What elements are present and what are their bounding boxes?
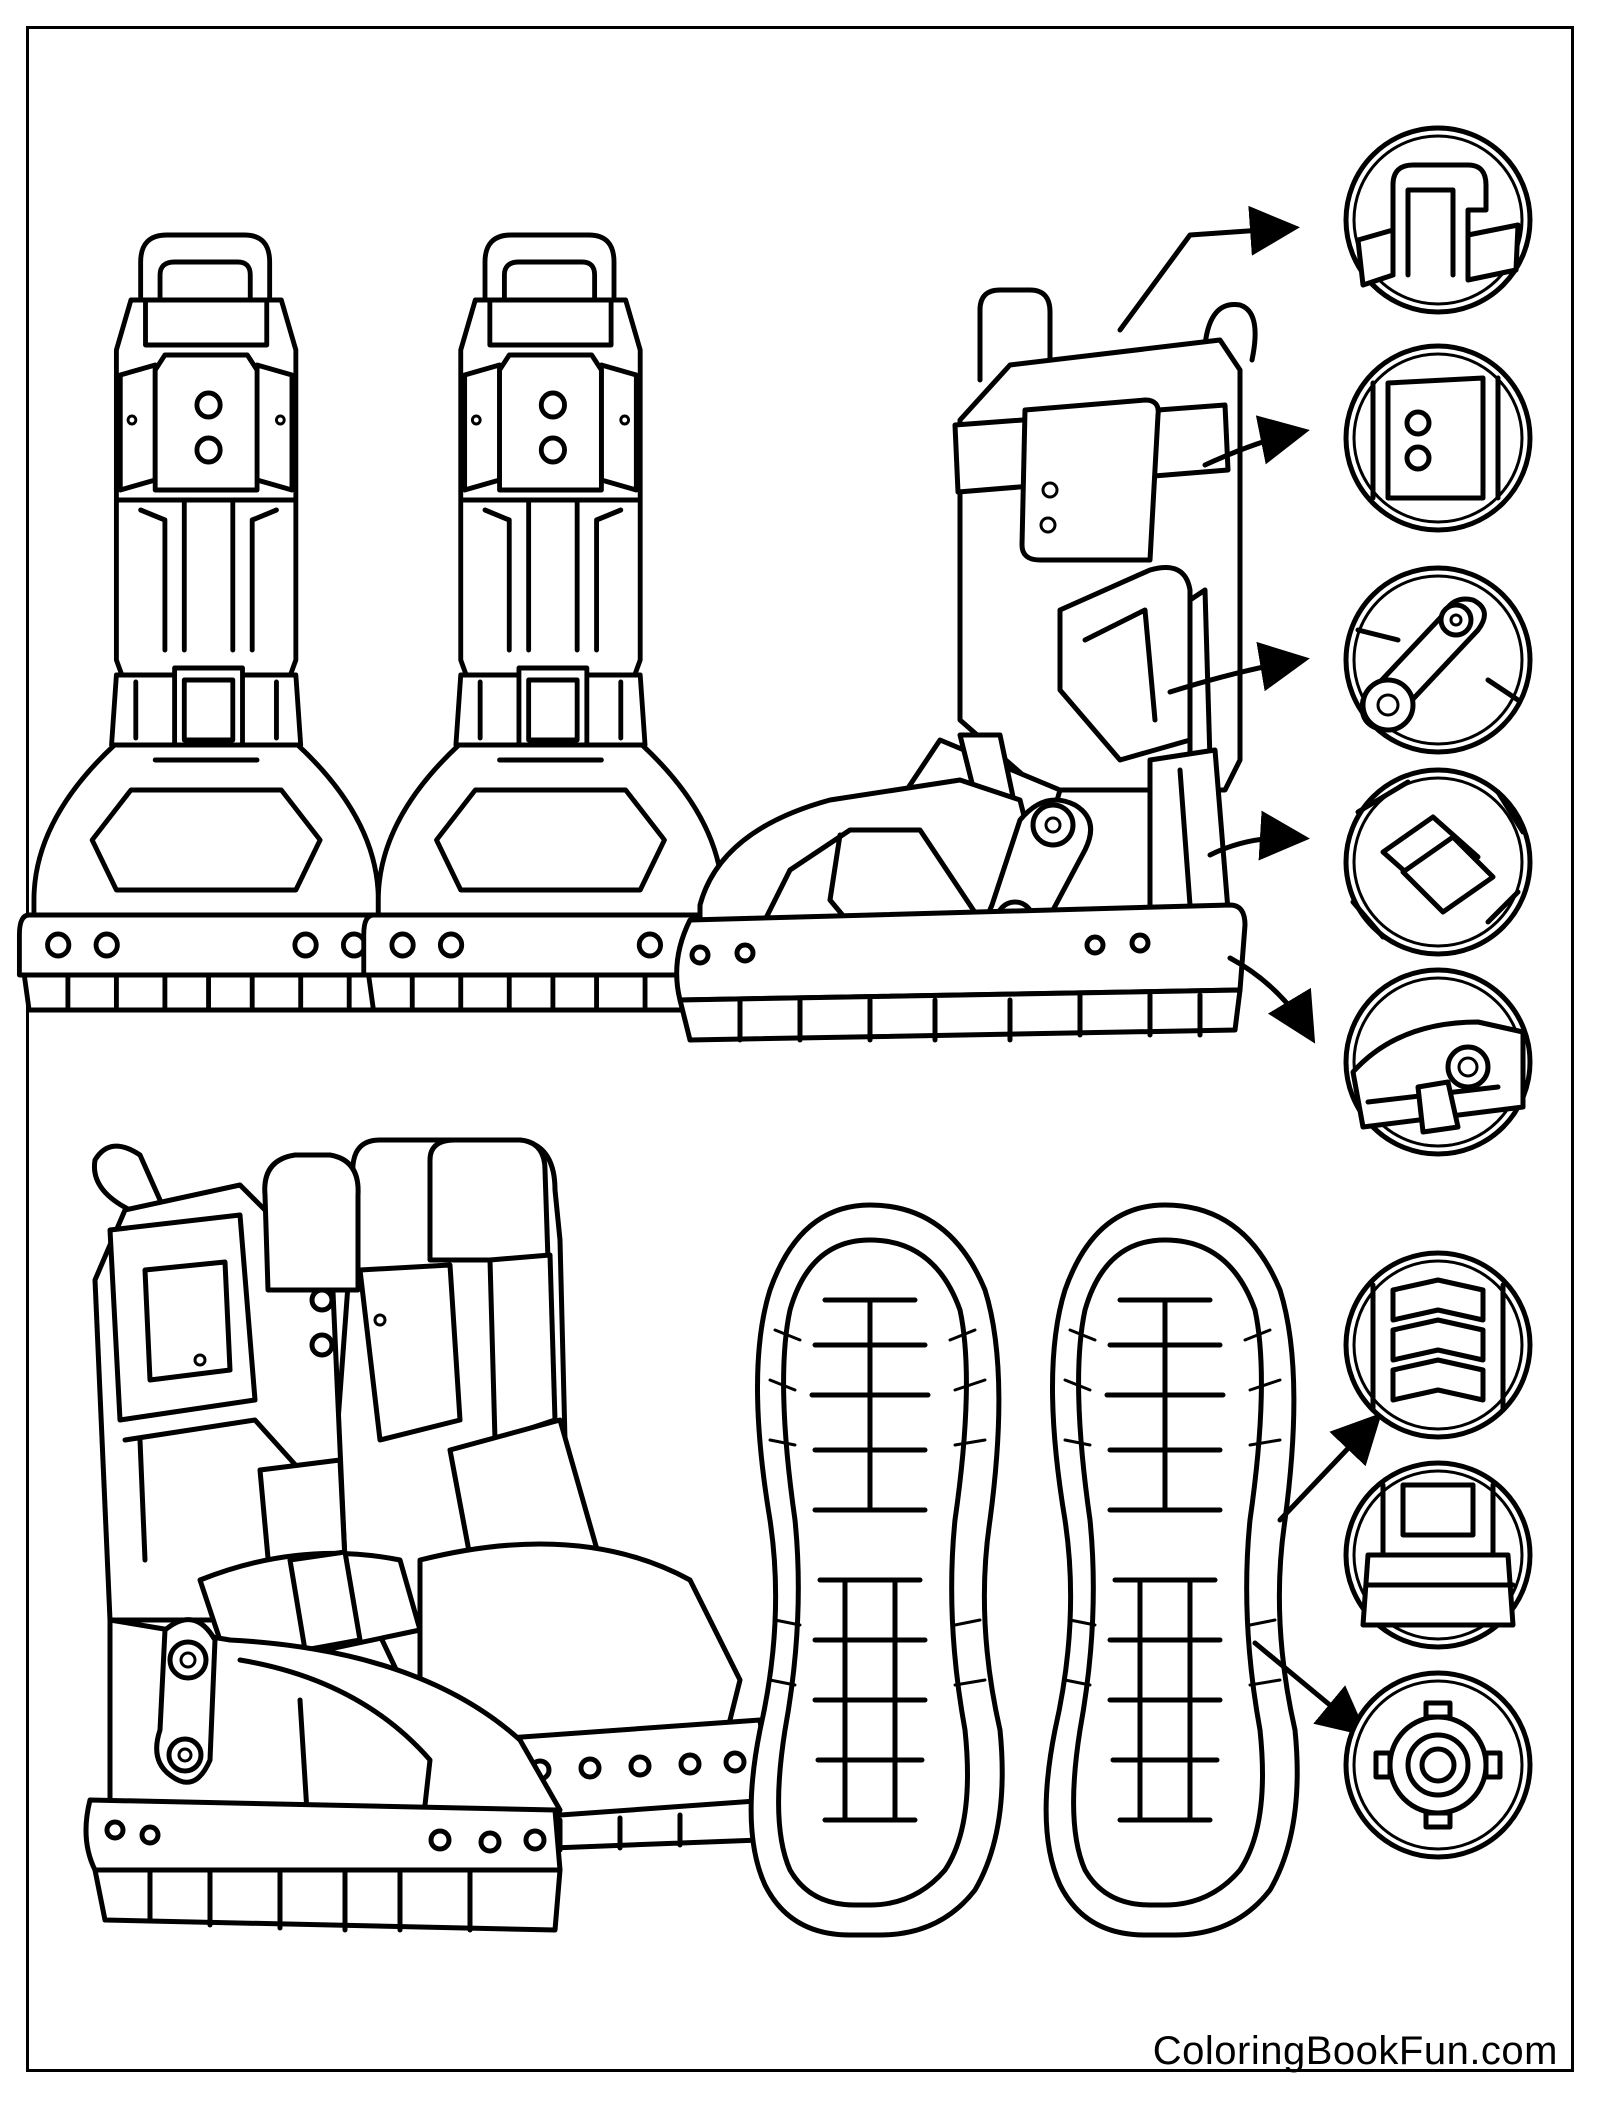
site-watermark: ColoringBookFun.com	[1152, 2029, 1558, 2073]
side-view-boot	[674, 287, 1258, 1043]
page-border	[26, 26, 1574, 2072]
detail-callouts	[1117, 128, 1530, 1857]
front-pair-boots	[19, 235, 737, 1010]
sole-bottoms	[748, 1202, 1300, 1938]
angled-pair-boots	[83, 1137, 773, 1933]
